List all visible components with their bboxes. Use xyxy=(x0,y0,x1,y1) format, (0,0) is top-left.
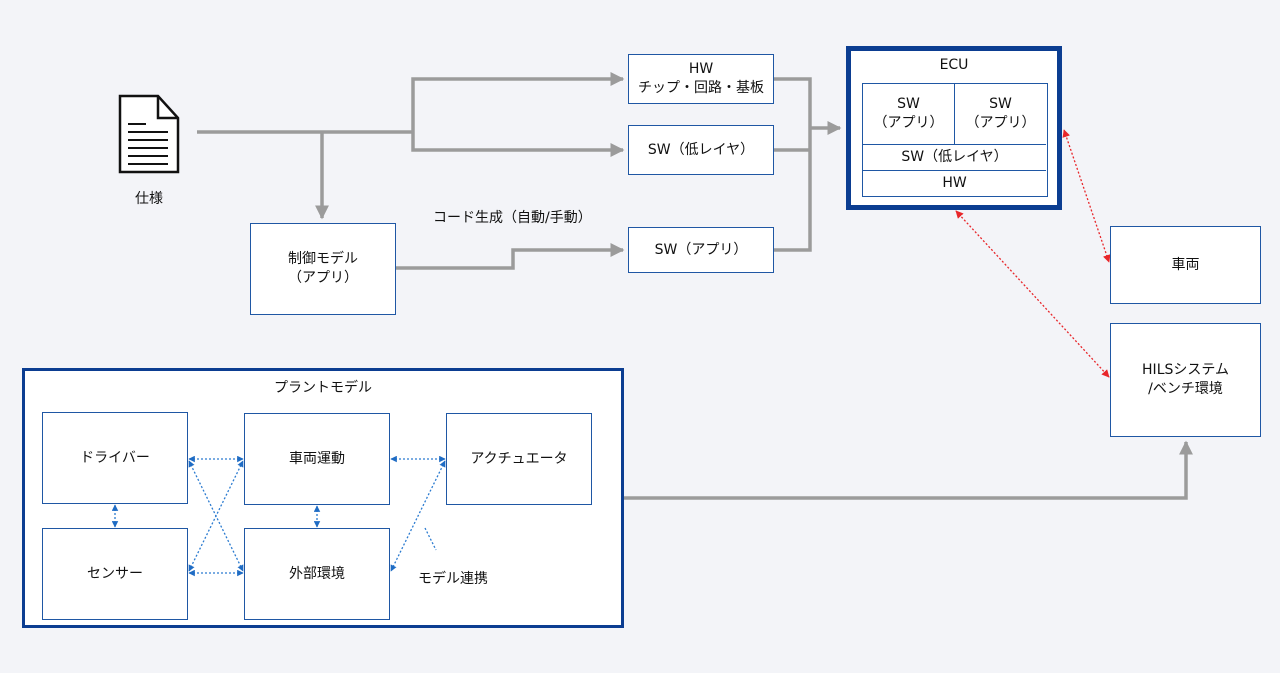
flow-to-hw xyxy=(411,72,625,132)
codegen-label: コード生成（自動/手動） xyxy=(433,210,592,226)
link-ecu-hils xyxy=(955,210,1110,378)
ecu-sw-app-2[interactable]: SW （アプリ） xyxy=(955,84,1046,145)
flow-plant-to-hils xyxy=(624,440,1193,500)
hils-subtitle: /ベンチ環境 xyxy=(1148,381,1223,397)
vehicle-label: 車両 xyxy=(1171,256,1200,273)
plant-block-vehicle-motion-label: 車両運動 xyxy=(289,450,345,467)
hw-box[interactable]: HW チップ・回路・基板 xyxy=(628,54,774,104)
plant-block-environment[interactable]: 外部環境 xyxy=(244,528,390,620)
sw-app-box[interactable]: SW（アプリ） xyxy=(628,227,774,273)
sw-low-layer-box[interactable]: SW（低レイヤ） xyxy=(628,125,774,175)
ecu-sw-app-1[interactable]: SW （アプリ） xyxy=(863,84,955,145)
plant-block-driver-label: ドライバー xyxy=(80,449,150,466)
plant-block-sensor[interactable]: センサー xyxy=(42,528,188,620)
hw-box-subtitle: チップ・回路・基板 xyxy=(638,80,764,96)
spec-node: 仕様 xyxy=(118,94,182,214)
sw-low-layer-label: SW（低レイヤ） xyxy=(647,141,755,158)
model-link-label: モデル連携 xyxy=(418,571,488,587)
ecu-sw-app-2-title: SW xyxy=(989,96,1012,112)
flow-to-sw-low xyxy=(411,132,625,157)
plant-block-actuator[interactable]: アクチュエータ xyxy=(446,413,592,505)
vehicle-box[interactable]: 車両 xyxy=(1110,226,1261,304)
ecu-hw[interactable]: HW xyxy=(863,171,1046,195)
plant-block-sensor-label: センサー xyxy=(87,565,143,582)
plant-block-actuator-label: アクチュエータ xyxy=(470,450,568,467)
sw-app-label: SW（アプリ） xyxy=(654,241,748,258)
hils-box[interactable]: HILSシステム /ベンチ環境 xyxy=(1110,323,1261,437)
plant-block-environment-label: 外部環境 xyxy=(289,565,345,582)
ecu-box[interactable]: ECU SW （アプリ） SW （アプリ） SW（低レイヤ） HW xyxy=(846,46,1062,210)
flow-hw-merge xyxy=(773,77,812,252)
control-model-box[interactable]: 制御モデル （アプリ） xyxy=(250,223,396,315)
hw-box-title: HW xyxy=(688,61,714,77)
ecu-sw-low-layer[interactable]: SW（低レイヤ） xyxy=(863,145,1046,171)
hils-title: HILSシステム xyxy=(1142,362,1229,378)
plant-block-vehicle-motion[interactable]: 車両運動 xyxy=(244,413,390,505)
ecu-sw-app-1-title: SW xyxy=(897,96,920,112)
ecu-title: ECU xyxy=(939,57,969,73)
spec-label: 仕様 xyxy=(135,191,163,207)
link-ecu-vehicle xyxy=(1062,129,1111,263)
control-model-subtitle: （アプリ） xyxy=(288,270,358,286)
ecu-stack: SW （アプリ） SW （アプリ） SW（低レイヤ） HW xyxy=(862,83,1048,197)
ecu-sw-low-layer-label: SW（低レイヤ） xyxy=(901,149,1008,165)
flow-codegen xyxy=(396,243,625,270)
ecu-sw-app-2-subtitle: （アプリ） xyxy=(965,115,1036,131)
ecu-hw-label: HW xyxy=(942,174,967,191)
plant-model-title: プラントモデル xyxy=(274,380,372,396)
document-icon xyxy=(118,94,180,174)
ecu-sw-app-1-subtitle: （アプリ） xyxy=(873,115,944,131)
control-model-title: 制御モデル xyxy=(288,251,358,267)
plant-block-driver[interactable]: ドライバー xyxy=(42,412,188,504)
